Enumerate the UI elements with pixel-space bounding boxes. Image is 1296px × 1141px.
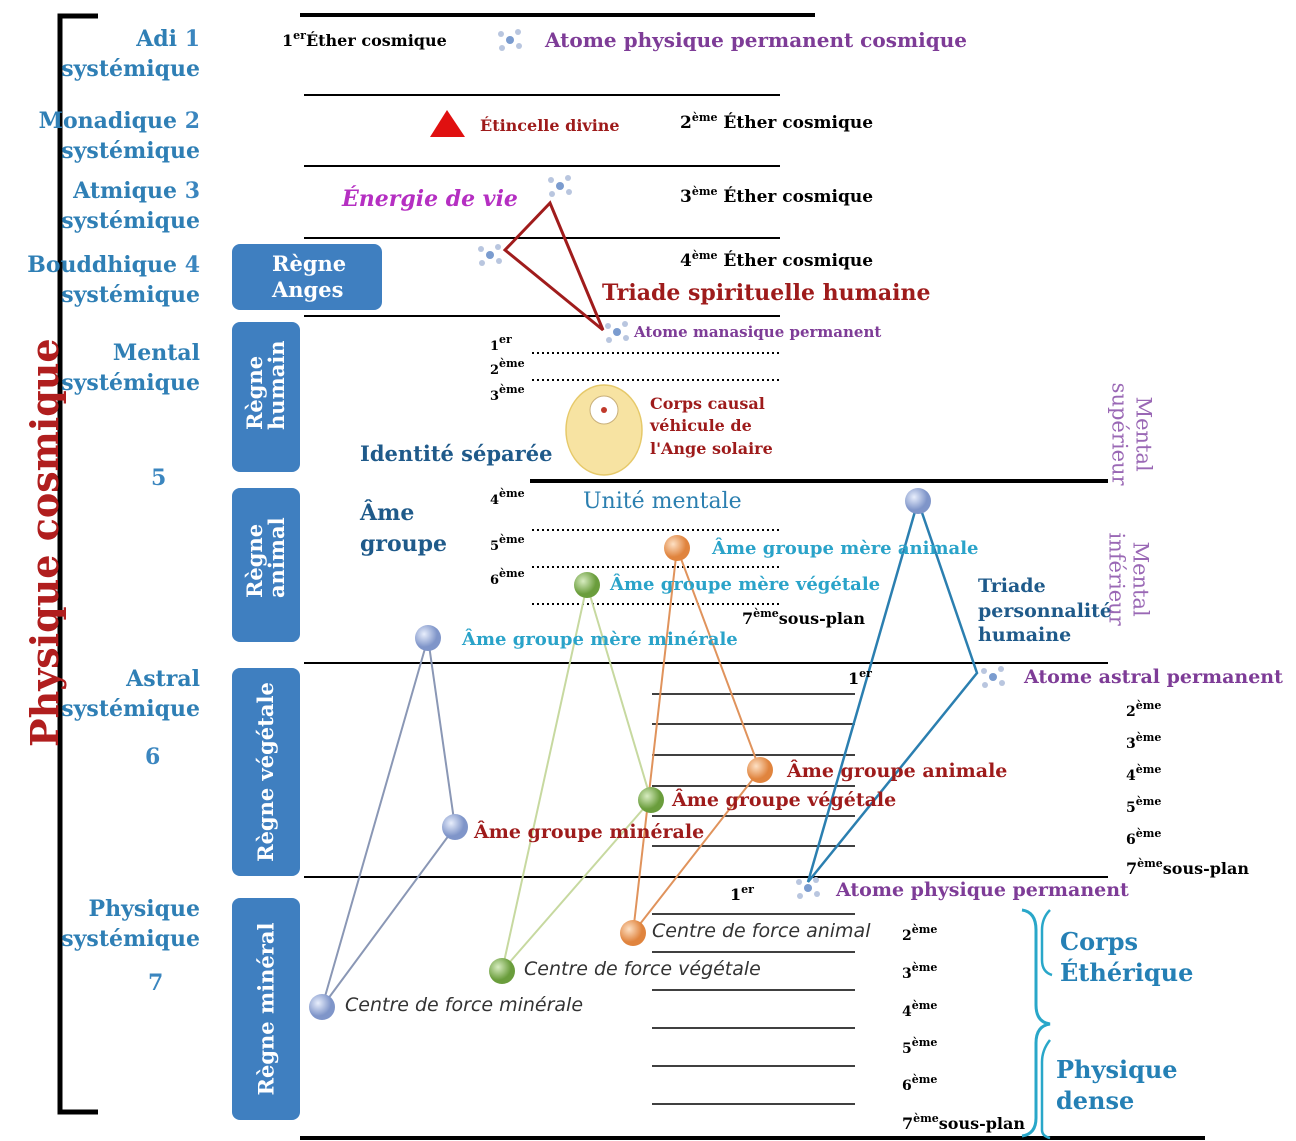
physique-subplane-7: 7èmesous-plan — [902, 1112, 1026, 1133]
dense-brace — [1040, 1039, 1051, 1140]
physique-brace — [1021, 908, 1051, 1138]
astral-subplane-5: 5ème — [1126, 795, 1162, 816]
triade-spirituelle-label: Triade spirituelle humaine — [602, 280, 931, 306]
atome-manasique-label: Atome manasique permanent — [634, 323, 882, 341]
ether-1: 1erÉther cosmique — [282, 29, 447, 50]
mental-subplane-2: 2ème — [490, 357, 525, 378]
cosmic-bracket — [57, 13, 98, 1115]
plane-monadique: Monadique 2 systémique — [38, 108, 200, 164]
mere-minerale-label: Âme groupe mère minérale — [462, 629, 738, 650]
ame-vegetale-sphere — [638, 787, 664, 813]
physique-subplane-6: 6ème — [902, 1073, 938, 1094]
etherique-brace — [1040, 909, 1053, 977]
cf-vegetale-sphere — [489, 958, 515, 984]
atom-icon — [981, 666, 1005, 688]
unite-mentale-label: Unité mentale — [583, 489, 742, 514]
energie-label: Énergie de vie — [342, 186, 518, 212]
cf-minerale-label: Centre de force minérale — [345, 994, 584, 1016]
vegetal-triangle — [501, 584, 653, 972]
animal-triangle — [631, 547, 762, 937]
etincelle-label: Étincelle divine — [480, 116, 620, 135]
identite-label: Identité séparée — [360, 441, 553, 466]
astral-subplane-4: 4ème — [1126, 763, 1162, 784]
atome-physique-label: Atome physique permanent — [836, 879, 1129, 901]
ame-groupe-label: Âme groupe — [360, 500, 448, 557]
mere-vegetale-sphere — [574, 572, 600, 598]
ether-3: 3ème Éther cosmique — [680, 185, 874, 207]
physique-subplane-1: 1er — [730, 883, 754, 904]
ether-2: 2ème Éther cosmique — [680, 111, 874, 133]
mental-subplane-6: 6ème — [490, 567, 525, 588]
causal-body-icon — [565, 384, 643, 476]
astral-subplane-3: 3ème — [1126, 731, 1162, 752]
astral-subplane-7: 7èmesous-plan — [1126, 857, 1250, 878]
personality-triad-triangle — [806, 500, 979, 883]
cf-animal-label: Centre de force animal — [652, 920, 871, 942]
corps-causal-label: Corps causal véhicule de l'Ange solaire — [650, 394, 773, 458]
triade-personnalite-label: Triade personnalité humaine — [978, 575, 1112, 647]
physique-dense-label: Physique dense — [1056, 1055, 1178, 1116]
ame-minerale-label: Âme groupe minérale — [474, 821, 705, 843]
ame-animale-label: Âme groupe animale — [787, 760, 1008, 782]
astral-subplane-2: 2ème — [1126, 699, 1162, 720]
cf-vegetale-label: Centre de force végétale — [524, 958, 761, 980]
atom-icon — [498, 29, 522, 51]
plane-physique: Physique systémique — [61, 896, 200, 952]
mere-animale-sphere — [664, 535, 690, 561]
cf-minerale-sphere — [309, 994, 335, 1020]
mental-subplane-7: 7èmesous-plan — [742, 607, 866, 628]
mental-inferieur-label: Mental inférieur — [1104, 532, 1153, 626]
physique-subplane-4: 4ème — [902, 999, 938, 1020]
red-triangle-icon — [430, 110, 465, 137]
plane-atmique: Atmique 3 systémique — [61, 178, 200, 234]
plane-bouddhique: Bouddhique 4 systémique — [27, 252, 200, 308]
atom-icon — [605, 321, 629, 343]
ame-minerale-sphere — [442, 814, 468, 840]
mere-minerale-sphere — [415, 625, 441, 651]
unite-mentale-sphere — [905, 488, 931, 514]
physique-subplane-5: 5ème — [902, 1036, 938, 1057]
astral-subplane-1: 1er — [848, 667, 872, 688]
plane-mental-num: 5 — [151, 465, 167, 491]
mental-subplane-4: 4ème — [490, 487, 525, 508]
plane-adi: Adi 1 systémique — [61, 26, 200, 82]
atom-icon — [548, 175, 572, 197]
physique-subplane-2: 2ème — [902, 923, 938, 944]
atom-icon — [796, 877, 820, 899]
plane-astral-num: 6 — [145, 744, 161, 770]
regne-anges: Règne Anges — [232, 244, 382, 310]
plane-physique-num: 7 — [148, 970, 164, 996]
ether-4: 4ème Éther cosmique — [680, 249, 874, 271]
mere-animale-label: Âme groupe mère animale — [712, 538, 979, 559]
spiritual-triad-triangle — [502, 200, 605, 332]
regne-animal: Règne animal — [232, 488, 300, 642]
mineral-triangle — [321, 637, 457, 1008]
mental-subplane-3: 3ème — [490, 383, 525, 404]
corps-etherique-label: Corps Éthérique — [1060, 927, 1194, 988]
mental-superieur-label: Mental supérieur — [1107, 382, 1156, 486]
atome-astral-label: Atome astral permanent — [1024, 666, 1283, 688]
atome-cosmique-label: Atome physique permanent cosmique — [545, 28, 967, 52]
atom-icon — [478, 244, 502, 266]
mental-subplane-5: 5ème — [490, 533, 525, 554]
regne-mineral: Règne minéral — [232, 898, 300, 1120]
mere-vegetale-label: Âme groupe mère végétale — [610, 574, 881, 595]
regne-vegetale: Règne végétale — [232, 668, 300, 876]
plane-astral: Astral systémique — [61, 666, 200, 722]
ame-vegetale-label: Âme groupe végétale — [672, 789, 897, 811]
physique-subplane-3: 3ème — [902, 961, 938, 982]
ame-animale-sphere — [747, 757, 773, 783]
plane-mental: Mental systémique — [61, 340, 200, 396]
regne-humain: Règne humain — [232, 322, 300, 472]
astral-subplane-6: 6ème — [1126, 827, 1162, 848]
cf-animal-sphere — [620, 920, 646, 946]
mental-subplane-1: 1er — [490, 333, 512, 354]
